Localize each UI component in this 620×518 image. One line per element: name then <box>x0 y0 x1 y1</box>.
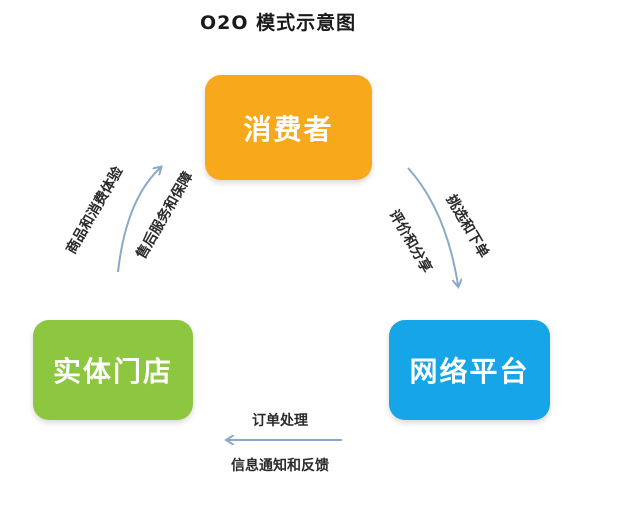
physical-store-node: 实体门店 <box>33 320 193 420</box>
diagram-title: O2O 模式示意图 <box>200 12 357 34</box>
label-order-processing: 订单处理 <box>252 413 308 429</box>
label-notification-feedback: 信息通知和反馈 <box>231 458 329 474</box>
arrow-store-to-consumer <box>117 168 160 273</box>
arrow-consumer-to-platform <box>407 167 458 285</box>
consumer-node: 消费者 <box>205 75 372 180</box>
online-platform-node: 网络平台 <box>389 320 550 420</box>
